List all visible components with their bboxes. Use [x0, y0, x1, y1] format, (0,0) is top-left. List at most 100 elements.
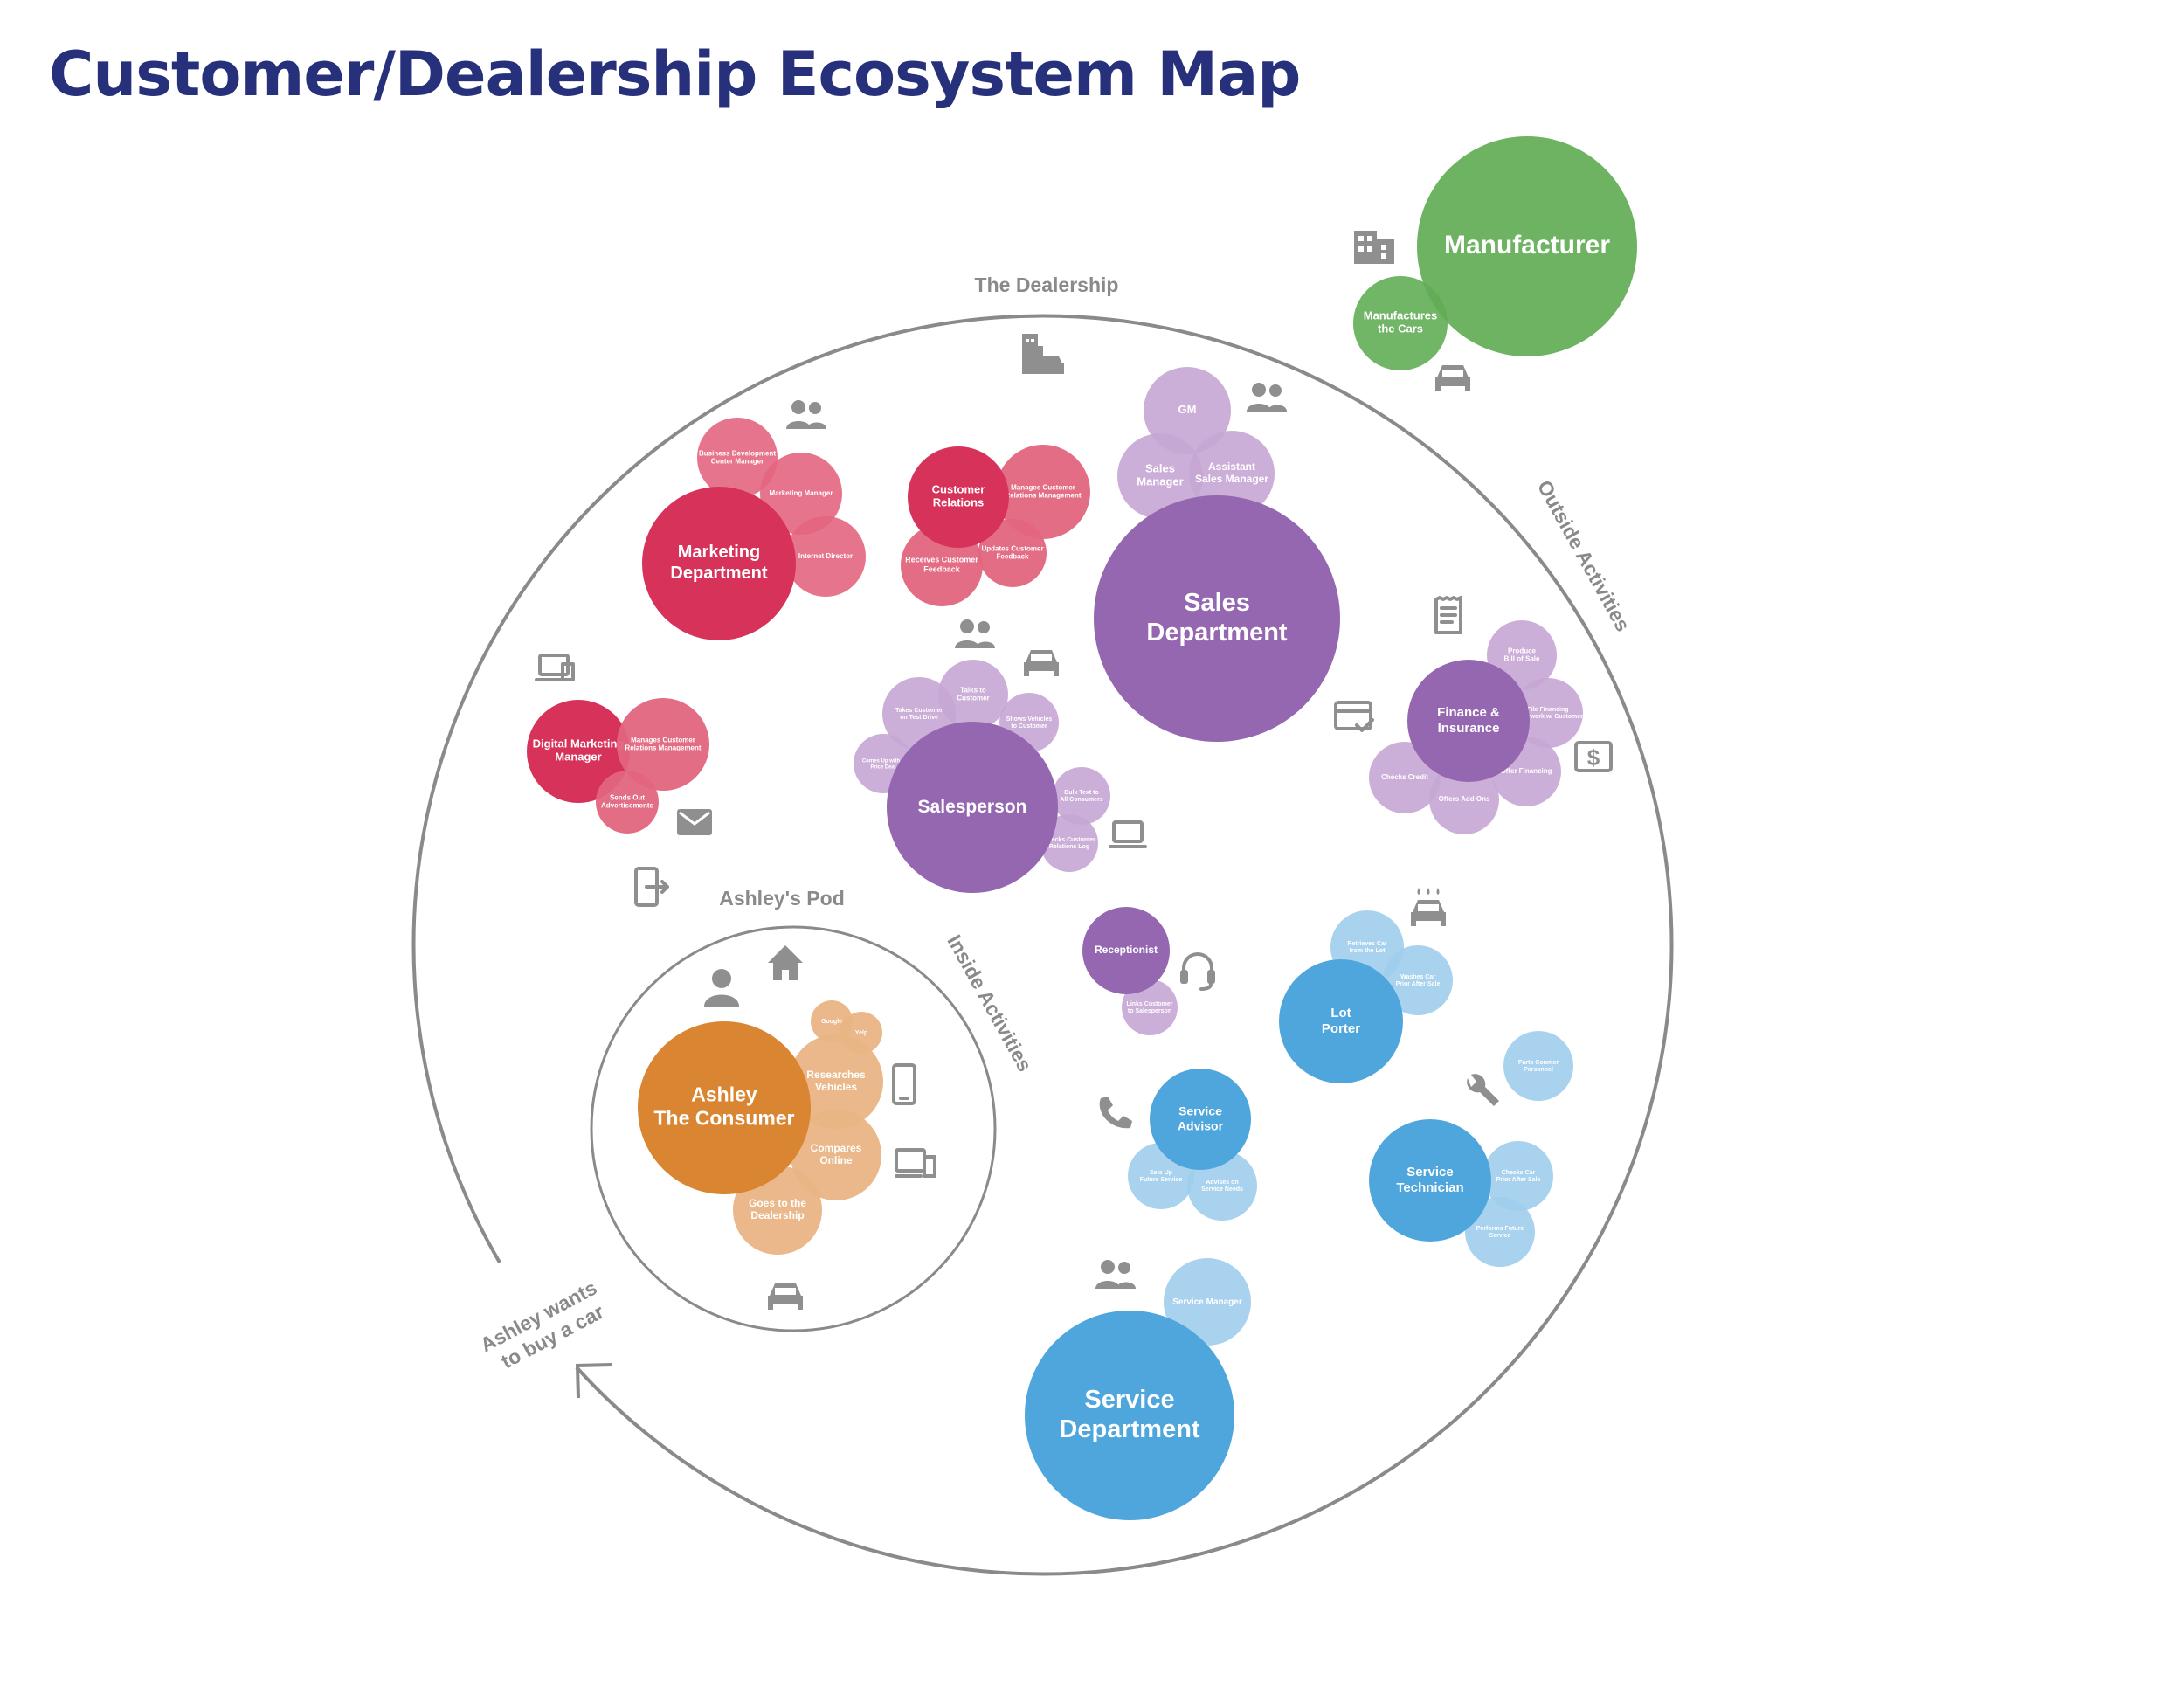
bubble-label-line: Digital Marketing [533, 737, 625, 751]
receipt-icon [1434, 596, 1462, 634]
bubble-label-line: Compares [811, 1142, 862, 1154]
bubble-label-line: Prior After Sale [1496, 1177, 1541, 1183]
car-icon [1435, 365, 1470, 391]
ashley-pod-ring [590, 925, 997, 1332]
bubble-offers-add-ons: Offers Add Ons [1429, 764, 1499, 834]
bubble-label-line: Insurance [1438, 721, 1500, 736]
bubble-circle [1513, 678, 1583, 748]
bubble-label-line: Retrieves Car [1347, 941, 1386, 947]
bubble-circle [1417, 136, 1637, 356]
bubble-circle [887, 722, 1058, 893]
car-icon [1024, 650, 1059, 676]
mobile-exit-icon [634, 867, 669, 907]
people-icon [786, 400, 826, 429]
bubble-label-line: Sends Out [610, 793, 645, 801]
bubble-label: Marketing Manager [770, 489, 833, 497]
bubble-circle [642, 487, 796, 640]
bubble-circle [1150, 1069, 1251, 1170]
bubble-label-line: Manager [1137, 475, 1183, 488]
bubble-circle [785, 516, 866, 597]
bubble-label-line: File Financing [1527, 707, 1568, 713]
bubble-label-line: Sales [1145, 462, 1175, 475]
bubble-label-line: Relations Management [625, 744, 701, 752]
bubble-label-line: Researches [806, 1069, 866, 1081]
bubble-circle [1503, 1031, 1573, 1101]
bubble-circle [1053, 767, 1110, 825]
bubble-label-line: Bill of Sale [1504, 655, 1540, 663]
bubble-label-line: Takes Customer [895, 708, 943, 714]
home-icon [768, 945, 803, 980]
bubble-label-line: Manager [555, 751, 601, 764]
bubble-label-line: Google [821, 1019, 842, 1025]
bubble-circle [617, 698, 709, 791]
bubble-label-line: Advisor [1178, 1118, 1224, 1132]
bubble-label-line: Assistant [1208, 460, 1255, 473]
bubble-label-line: Comes Up with a [862, 758, 905, 764]
bubble-label: Service Manager [1172, 1297, 1242, 1307]
bubble-label-line: Department [670, 564, 767, 583]
bubble-label-line: Personnel [1524, 1067, 1553, 1073]
bubble-label-line: Customer [932, 483, 985, 496]
bubble-label-line: Manages Customer [631, 736, 695, 744]
people-icon [1247, 383, 1287, 412]
bubble-label-line: Online [819, 1154, 853, 1166]
bubble-label-line: Receptionist [1095, 944, 1158, 956]
bubble-label-line: Advises on [1206, 1180, 1238, 1186]
bubble-label-line: Dealership [750, 1209, 804, 1221]
bubble-label-line: Finance & [1437, 705, 1500, 720]
loop-label: Ashley wants to buy a car [476, 1273, 617, 1378]
bubble-label-line: GM [1178, 403, 1197, 416]
bubble-internet-director: Internet Director [785, 516, 866, 597]
bubble-label-line: Advertisements [601, 802, 654, 810]
bubble-label-line: Prior After Sale [1396, 981, 1441, 987]
bubble-circle [938, 660, 1008, 730]
bubble-label-line: Price Deal [870, 764, 895, 770]
bubble-circle [1483, 1141, 1553, 1211]
bubble-label-line: Future Service [1140, 1177, 1183, 1183]
ashley-pod-label: Ashley's Pod [719, 887, 845, 910]
bubble-circle [1189, 431, 1275, 516]
bubble-gm: GM [1144, 367, 1231, 454]
bubble-label-line: Business Development [699, 449, 776, 457]
bubble-label-line: Shows Vehicles [1006, 716, 1053, 723]
bubble-circle [978, 519, 1047, 587]
bubble-label-line: Vehicles [815, 1081, 857, 1093]
bubble-label-line: Service [1084, 1386, 1174, 1414]
bubble-circle [1383, 945, 1453, 1015]
bubble-label-line: Relations Log [1049, 844, 1089, 850]
dollar-icon: $ [1574, 741, 1613, 772]
bubble-label-line: Manufacturer [1444, 231, 1610, 259]
bubble-label-line: Ashley [691, 1083, 757, 1106]
outside-activities-label: Outside Activities [1533, 476, 1635, 635]
bubble-label-line: to Salesperson [1128, 1008, 1171, 1014]
bubble-label-line: Goes to the [749, 1197, 806, 1209]
bubble-finance-insurance: Finance &Insurance [1407, 660, 1530, 782]
bubble-label-line: from the Lot [1350, 948, 1386, 954]
headset-icon [1180, 952, 1215, 991]
people-icon [1095, 1260, 1136, 1289]
devices-icon [895, 1148, 936, 1178]
bubble-label-line: Checks Customer [1043, 837, 1095, 843]
bubble-label-line: Links Customer [1127, 1001, 1173, 1007]
dealership-ring [411, 314, 1674, 1576]
bubble-label-line: Bulk Text to [1064, 790, 1099, 796]
bubble-label-line: Manages Customer [1011, 483, 1075, 491]
